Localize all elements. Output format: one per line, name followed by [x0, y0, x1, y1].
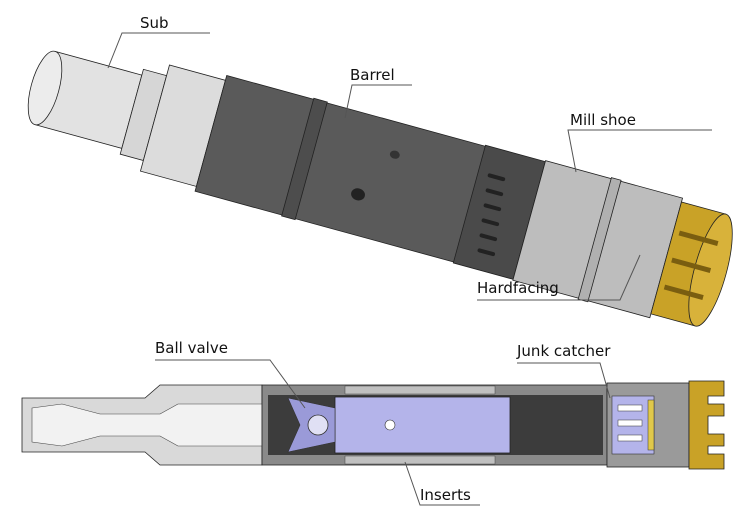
inserts-section	[334, 396, 511, 454]
label-junk-catcher-text: Junk catcher	[516, 342, 611, 360]
barrel-port-2	[389, 150, 400, 159]
catcher-ring	[647, 399, 655, 451]
label-ball-valve-text: Ball valve	[155, 339, 228, 357]
inserts-top	[344, 385, 496, 395]
label-junk-catcher: Junk catcher	[516, 342, 611, 399]
ball-valve-ball	[307, 414, 329, 436]
hardfacing-section	[688, 380, 725, 470]
label-mill-shoe: Mill shoe	[567, 111, 712, 173]
label-hardfacing: Hardfacing	[477, 254, 641, 301]
label-sub: Sub	[107, 14, 210, 69]
label-inserts: Inserts	[404, 461, 480, 506]
label-barrel: Barrel	[344, 66, 412, 119]
hardfacing-slots	[663, 230, 719, 300]
label-ball-valve: Ball valve	[155, 339, 306, 409]
tool-section-view	[21, 380, 725, 470]
junk-catcher-fingers	[617, 404, 643, 442]
label-sub-text: Sub	[140, 14, 169, 32]
barrel-port	[351, 188, 365, 201]
label-mill-shoe-text: Mill shoe	[570, 111, 636, 129]
label-barrel-text: Barrel	[350, 66, 395, 84]
barrel-band	[281, 97, 328, 221]
inserts-bottom	[344, 455, 496, 465]
sub-pin-end	[27, 50, 63, 126]
tool-3d-view	[27, 50, 733, 327]
barrel-slots	[477, 173, 506, 257]
barrel-port-section	[384, 419, 396, 431]
label-inserts-text: Inserts	[420, 486, 471, 504]
label-hardfacing-text: Hardfacing	[477, 279, 559, 297]
